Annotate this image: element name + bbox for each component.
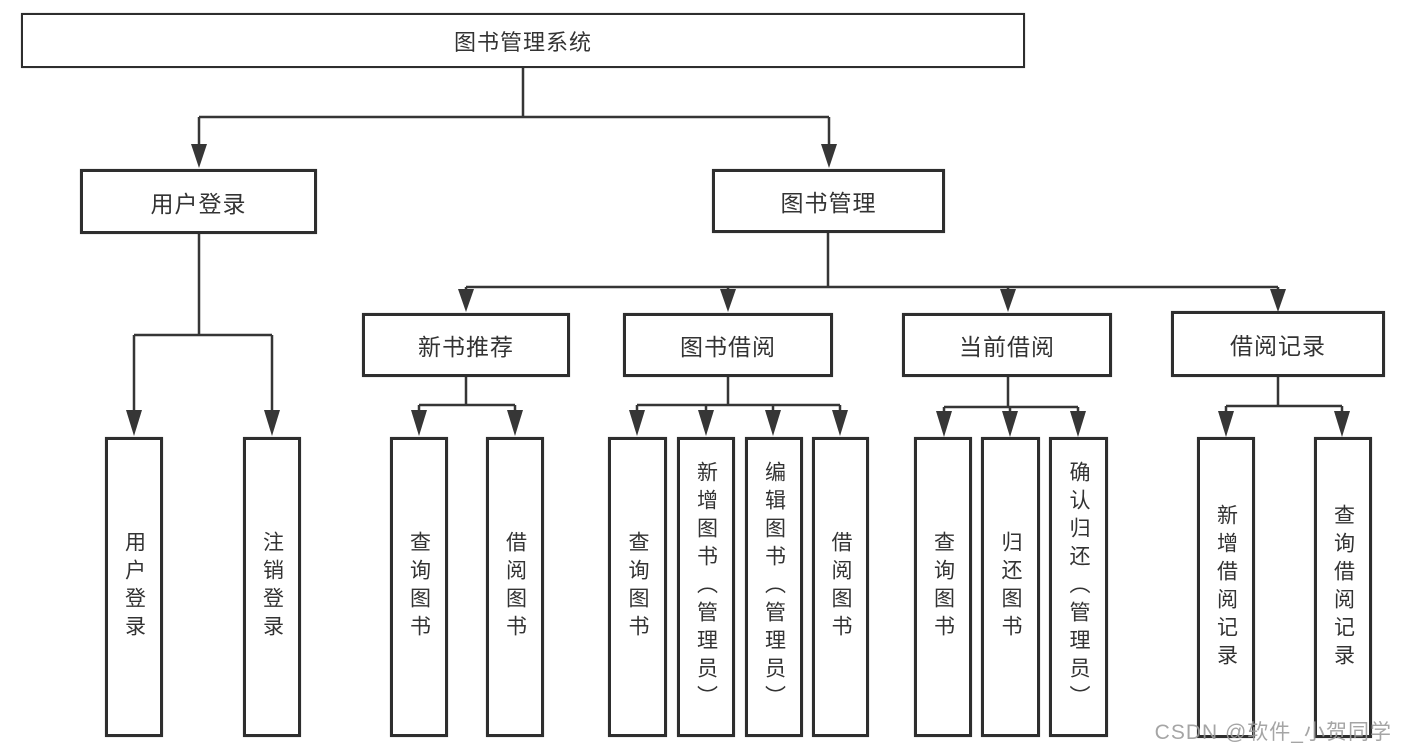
node-borrow-books: 借阅图书 [812, 437, 869, 737]
node-user-login: 用户登录 [80, 169, 317, 234]
node-add-borrow-record-label: 新增借阅记录 [1214, 503, 1238, 672]
node-query-books-current: 查询图书 [914, 437, 972, 737]
node-confirm-return-admin: 确认归还（管理员） [1049, 437, 1108, 737]
node-book-borrowing: 图书借阅 [623, 313, 833, 377]
node-book-management: 图书管理 [712, 169, 945, 233]
node-user-login-action-label: 用户登录 [122, 531, 146, 643]
node-logout-label: 注销登录 [260, 531, 284, 643]
node-return-books: 归还图书 [981, 437, 1040, 737]
node-add-books-admin: 新增图书（管理员） [677, 437, 735, 737]
node-query-books-borrow-label: 查询图书 [626, 531, 649, 643]
node-borrow-books-label: 借阅图书 [829, 531, 852, 643]
csdn-watermark: CSDN @软件_小贺同学 [1154, 721, 1392, 744]
node-query-borrow-record: 查询借阅记录 [1314, 437, 1372, 738]
node-user-login-action: 用户登录 [105, 437, 163, 737]
node-borrow-books-recommend-label: 借阅图书 [503, 531, 527, 643]
node-library-management-system: 图书管理系统 [21, 13, 1025, 68]
node-add-borrow-record: 新增借阅记录 [1197, 437, 1255, 738]
node-add-books-admin-label: 新增图书（管理员） [694, 461, 718, 713]
node-current-borrowing: 当前借阅 [902, 313, 1112, 377]
node-query-books-current-label: 查询图书 [931, 531, 955, 643]
node-confirm-return-admin-label: 确认归还（管理员） [1067, 461, 1090, 713]
node-return-books-label: 归还图书 [999, 531, 1022, 643]
node-query-books-recommend-label: 查询图书 [407, 531, 431, 643]
node-query-books-borrow: 查询图书 [608, 437, 667, 737]
node-edit-books-admin: 编辑图书（管理员） [745, 437, 803, 737]
node-query-books-recommend: 查询图书 [390, 437, 448, 737]
node-logout: 注销登录 [243, 437, 301, 737]
node-new-book-recommend: 新书推荐 [362, 313, 570, 377]
node-borrowing-records: 借阅记录 [1171, 311, 1385, 377]
node-borrow-books-recommend: 借阅图书 [486, 437, 544, 737]
node-query-borrow-record-label: 查询借阅记录 [1331, 503, 1355, 672]
node-edit-books-admin-label: 编辑图书（管理员） [762, 461, 786, 713]
